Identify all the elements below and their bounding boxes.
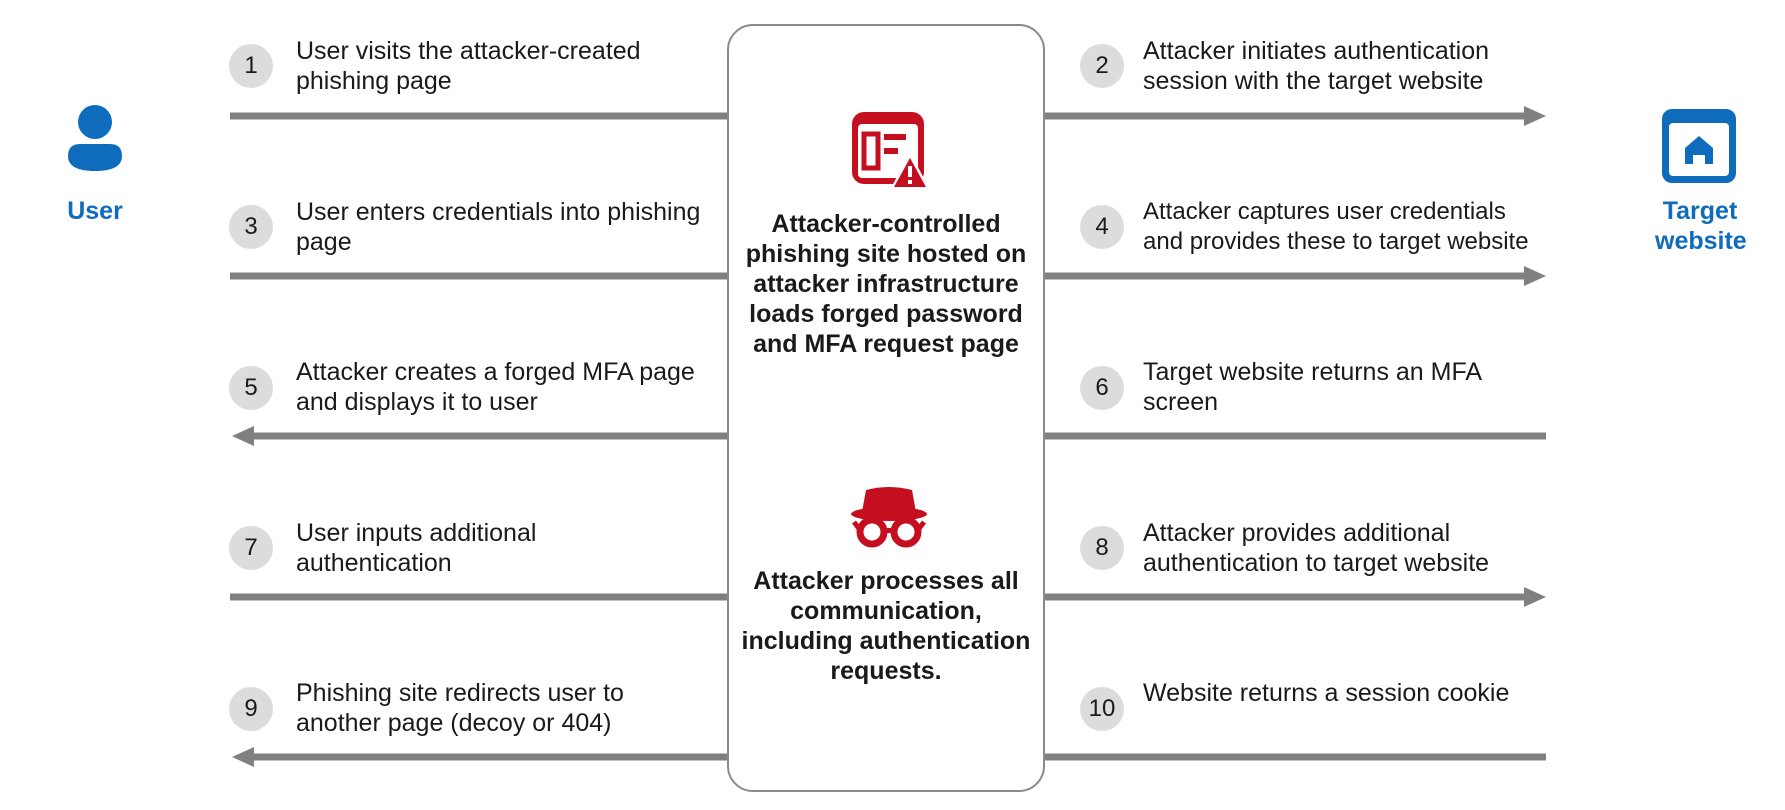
step-badge-7: 7 — [229, 526, 273, 570]
step-badge-8: 8 — [1080, 526, 1124, 570]
step-text-7: User inputs additional authentication — [296, 518, 536, 578]
arrowhead-step-5 — [232, 426, 254, 446]
step-text-9-line-1: Phishing site redirects user to — [296, 679, 624, 707]
spy-icon — [851, 487, 927, 548]
arrowhead-step-9 — [232, 747, 254, 767]
arrowhead-step-4 — [1524, 266, 1546, 286]
step-text-6-line-1: Target website returns an MFA — [1143, 358, 1483, 386]
step-text-2-line-1: Attacker initiates authentication — [1143, 37, 1490, 65]
user-label: User — [67, 197, 123, 225]
step-text-8-line-2: authentication to target website — [1143, 549, 1490, 577]
step-text-3-line-1: User enters credentials into phishing — [296, 198, 701, 226]
webpage-warning-icon — [852, 112, 930, 190]
step-text-4-line-2: and provides these to target website — [1143, 228, 1529, 255]
step-text-9: Phishing site redirects user to another … — [296, 678, 624, 738]
step-text-1: User visits the attacker-created phishin… — [296, 36, 641, 96]
step-badge-10: 10 — [1080, 687, 1124, 731]
target-label-text: Target website — [1655, 197, 1747, 255]
website-home-icon — [1662, 109, 1736, 183]
attacker-site-description: Attacker-controlled phishing site hosted… — [745, 210, 1027, 358]
step-text-1-line-1: User visits the attacker-created — [296, 37, 641, 65]
step-text-5: Attacker creates a forged MFA page and d… — [296, 357, 695, 417]
step-text-1-line-2: phishing page — [296, 67, 452, 95]
step-text-2-line-2: session with the target website — [1143, 67, 1484, 95]
step-text-8: Attacker provides additional authenticat… — [1143, 518, 1489, 578]
step-text-5-line-2: and displays it to user — [296, 388, 538, 416]
step-badge-6: 6 — [1080, 366, 1124, 410]
step-text-2: Attacker initiates authentication sessio… — [1143, 36, 1489, 96]
step-badge-1: 1 — [229, 44, 273, 88]
step-text-5-line-1: Attacker creates a forged MFA page — [296, 358, 695, 386]
step-text-3: User enters credentials into phishing pa… — [296, 197, 700, 257]
target-label: Target website — [1630, 196, 1770, 256]
step-text-4: Attacker captures user credentials and p… — [1143, 197, 1529, 257]
step-text-7-line-2: authentication — [296, 549, 452, 577]
step-text-6-line-2: screen — [1143, 388, 1219, 416]
step-badge-4: 4 — [1080, 205, 1124, 249]
step-badge-9: 9 — [229, 687, 273, 731]
person-icon — [68, 105, 122, 171]
step-text-10-line-1: Website returns a session cookie — [1143, 679, 1510, 707]
step-text-4-line-1: Attacker captures user credentials — [1143, 198, 1506, 225]
step-badge-2: 2 — [1080, 44, 1124, 88]
attacker-process-description: Attacker processes all communication, in… — [741, 567, 1031, 685]
arrowhead-step-8 — [1524, 587, 1546, 607]
step-text-10: Website returns a session cookie — [1143, 678, 1509, 708]
step-badge-5: 5 — [229, 366, 273, 410]
step-text-8-line-1: Attacker provides additional — [1143, 519, 1451, 547]
step-badge-3: 3 — [229, 205, 273, 249]
step-text-7-line-1: User inputs additional — [296, 519, 537, 547]
step-text-3-line-2: page — [296, 228, 352, 256]
attacker-site-panel: Attacker-controlled phishing site hosted… — [727, 24, 1045, 792]
step-text-6: Target website returns an MFA screen — [1143, 357, 1482, 417]
step-text-9-line-2: another page (decoy or 404) — [296, 709, 612, 737]
arrowhead-step-2 — [1524, 106, 1546, 126]
